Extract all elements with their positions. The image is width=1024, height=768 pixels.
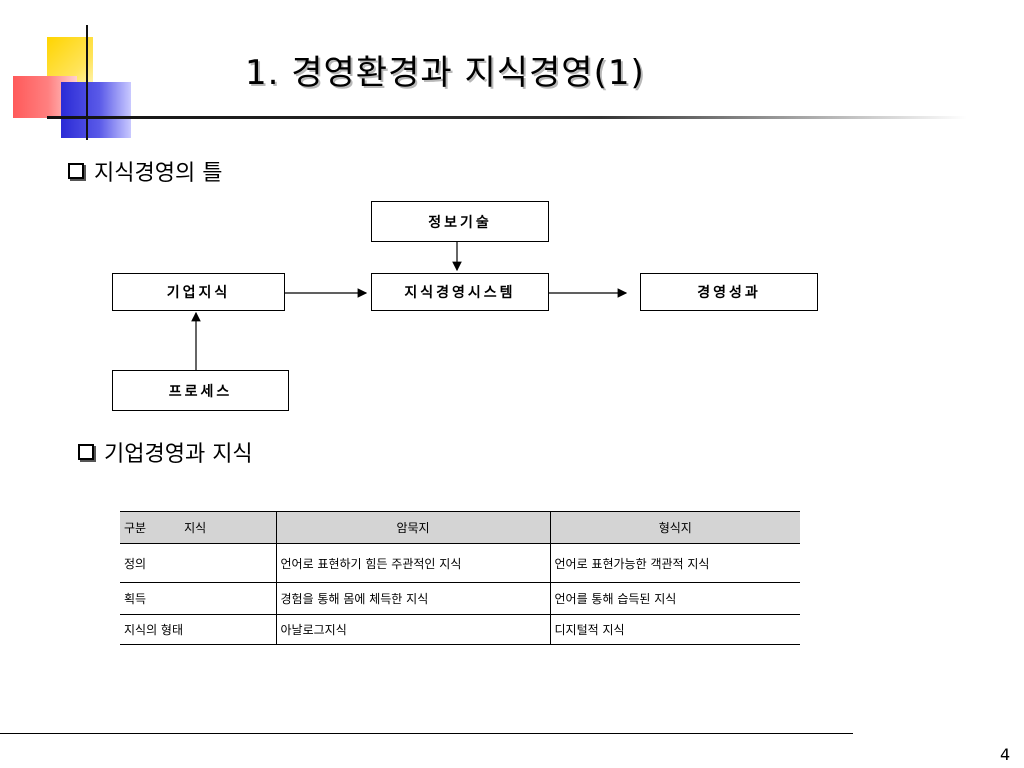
slide-title: 1. 경영환경과 지식경영(1) [245,53,645,93]
header-cell-tacit: 암묵지 [275,511,550,544]
table-cell: 경험을 통해 몸에 체득한 지식 [275,582,550,615]
checkbox-bullet-icon [68,163,84,179]
diagram-box-km-system: 지식경영시스템 [371,273,549,311]
section-heading-management: 기업경영과 지식 [78,436,253,468]
header-cell-explicit: 형식지 [549,511,800,544]
knowledge-comparison-table: 구분 지식 암묵지 형식지 정의 언어로 표현하기 힘든 주관적인 지식 언어로 … [120,511,800,645]
section-heading-framework: 지식경영의 틀 [68,155,222,187]
diagram-box-process: 프로세스 [112,370,289,411]
table-header-row: 구분 지식 암묵지 형식지 [120,511,800,544]
table-cell: 언어를 통해 습득된 지식 [549,582,800,615]
title-underline [47,116,967,119]
page-number: 4 [1000,745,1011,764]
diagram-box-corp-knowledge: 기업지식 [112,273,285,311]
section-heading-text: 지식경영의 틀 [94,161,223,186]
table-cell: 획득 [120,582,276,615]
footer-divider [0,733,853,734]
diagram-box-mgmt-performance: 경영성과 [640,273,818,311]
decor-vertical-line [86,25,88,140]
table-cell: 아날로그지식 [275,614,550,645]
table-row: 정의 언어로 표현하기 힘든 주관적인 지식 언어로 표현가능한 객관적 지식 [120,543,800,583]
table-cell: 정의 [120,543,276,583]
header-category-label: 구분 [124,521,147,535]
diagram-box-info-tech: 정보기술 [371,201,549,242]
table-cell: 지식의 형태 [120,614,276,645]
table-row: 지식의 형태 아날로그지식 디지털적 지식 [120,614,800,645]
table-cell: 디지털적 지식 [549,614,800,645]
decor-blue-square [61,82,131,138]
header-knowledge-label: 지식 [184,521,207,535]
header-cell-category: 구분 지식 [120,511,276,544]
checkbox-bullet-icon [78,444,94,460]
section-heading-text: 기업경영과 지식 [104,442,253,467]
decor-yellow-square [47,37,93,83]
table-cell: 언어로 표현하기 힘든 주관적인 지식 [275,543,550,583]
table-row: 획득 경험을 통해 몸에 체득한 지식 언어를 통해 습득된 지식 [120,582,800,615]
table-cell: 언어로 표현가능한 객관적 지식 [549,543,800,583]
